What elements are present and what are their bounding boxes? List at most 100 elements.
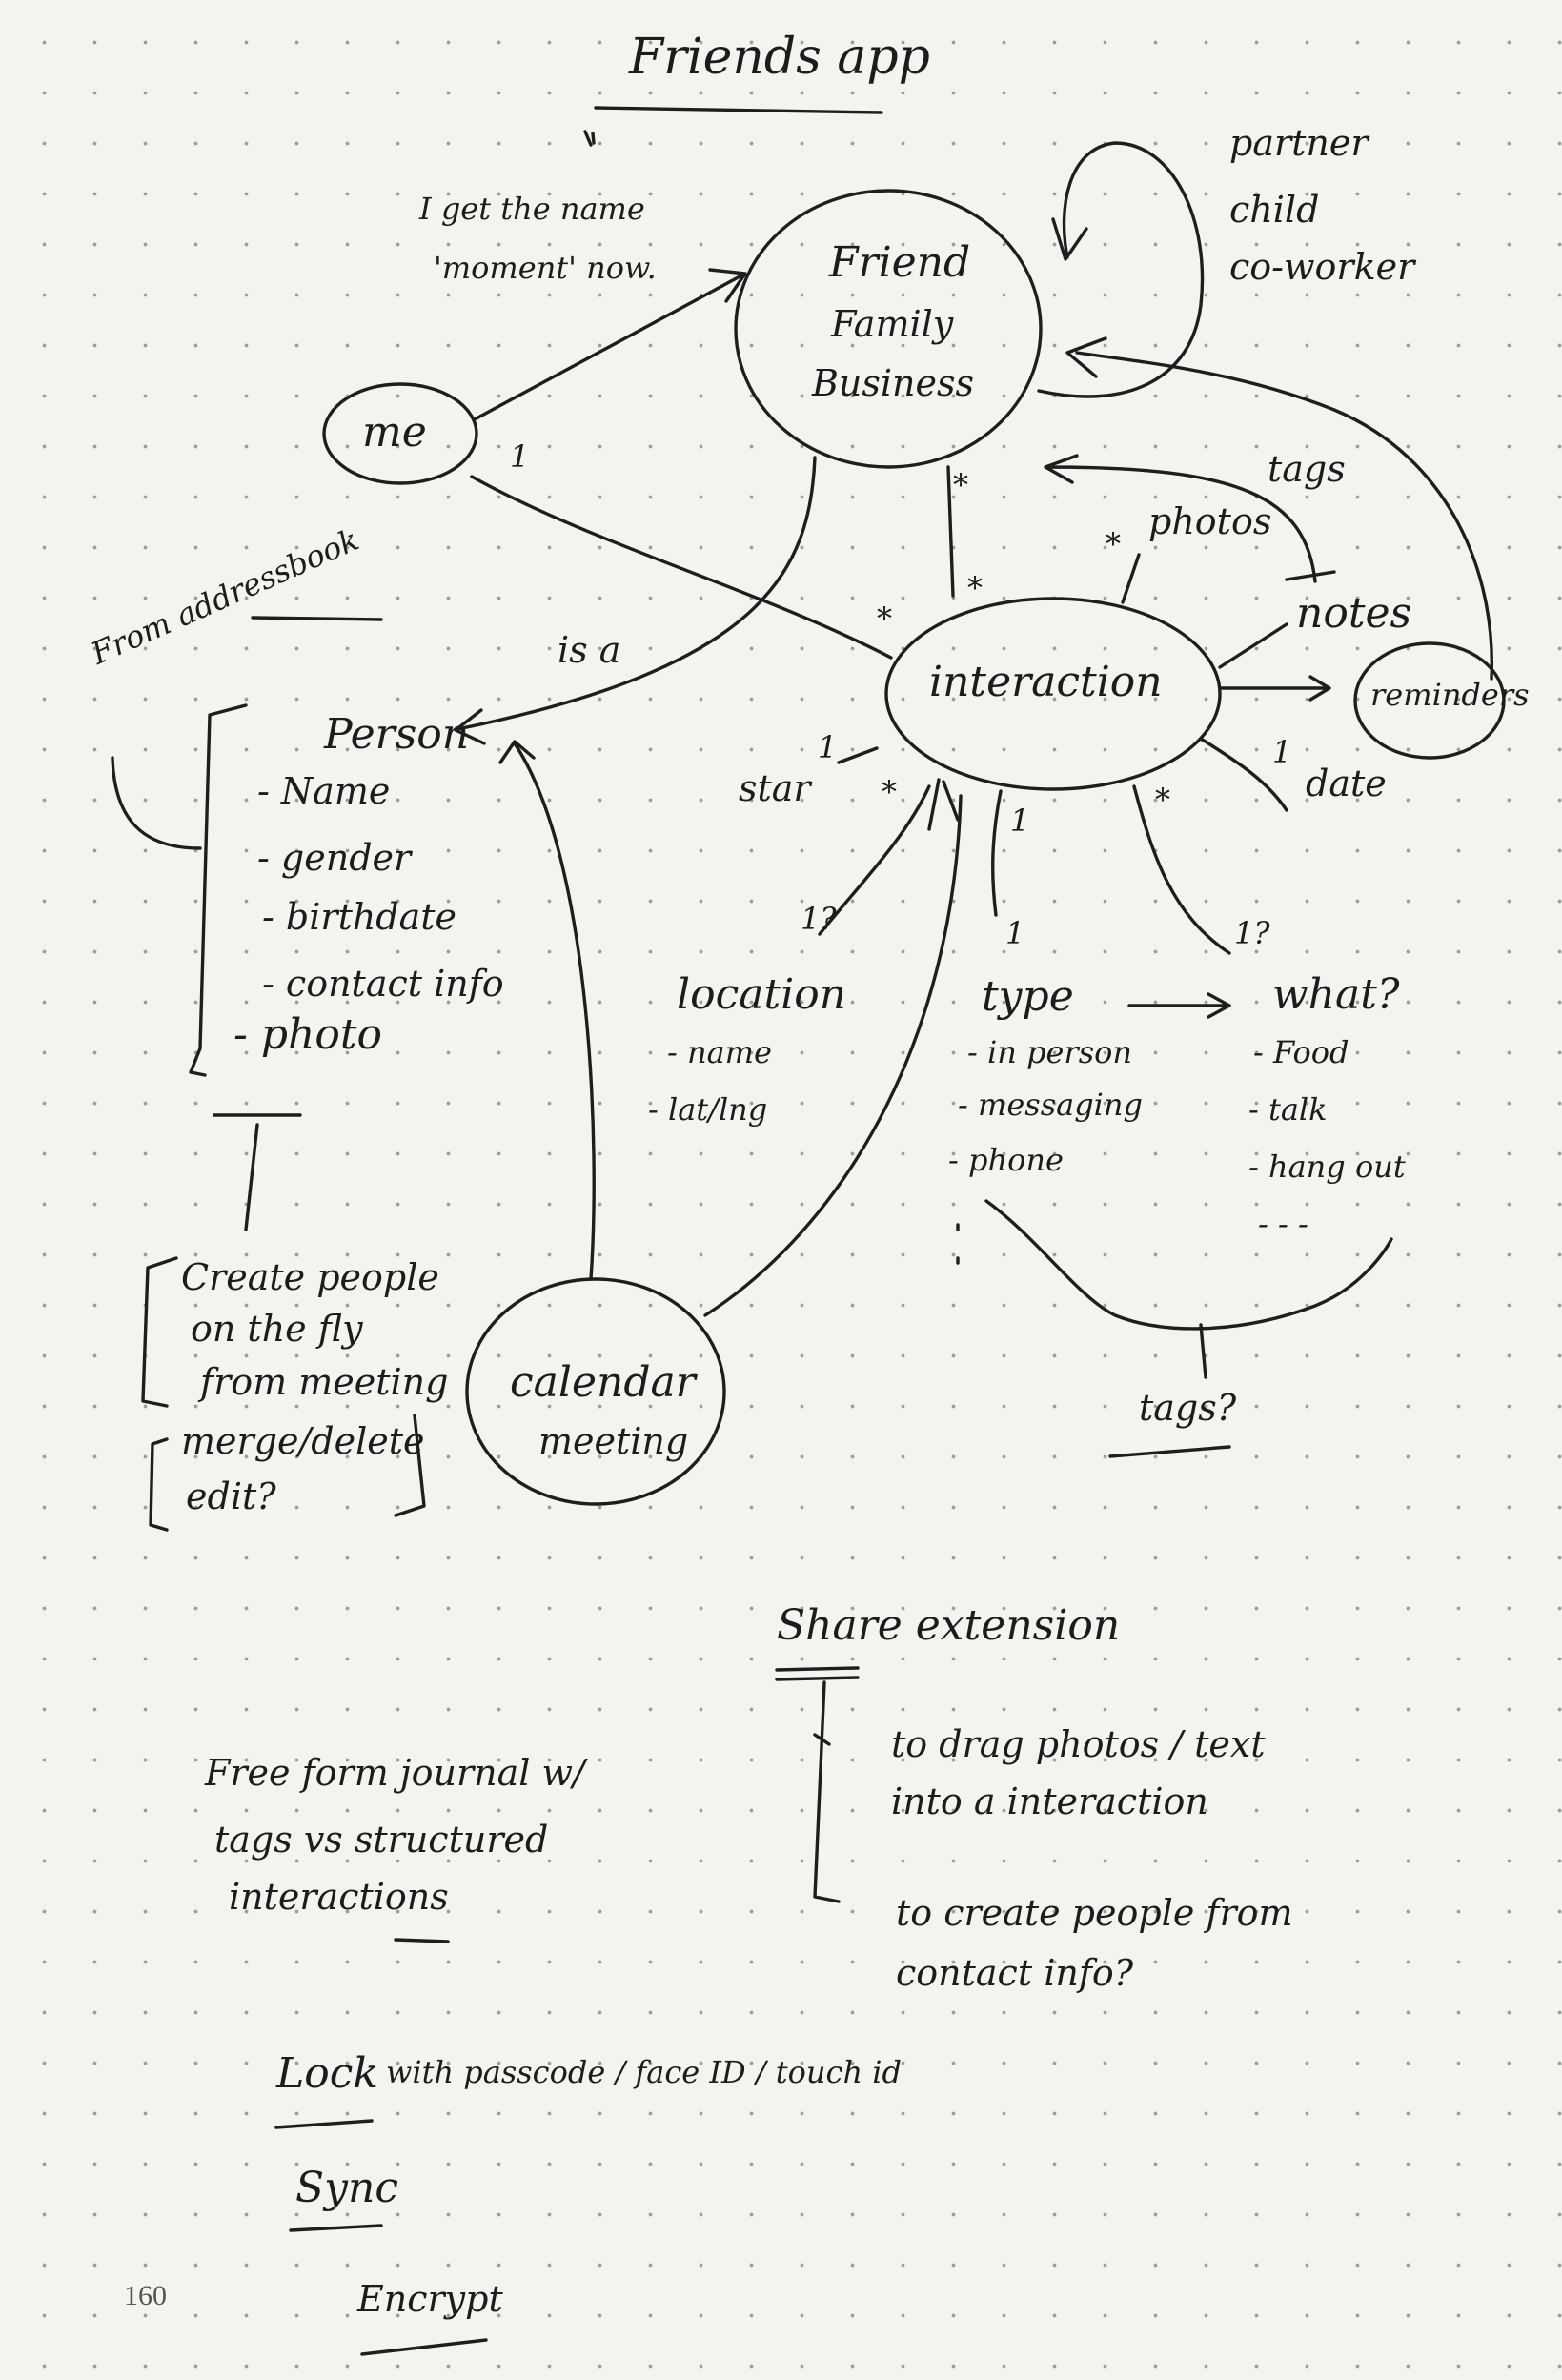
share-item2-line1: to create people from [896,1892,1293,1934]
mult-date: 1 [1272,734,1292,770]
create-bracket [141,1256,178,1408]
freeform-underline [394,1938,450,1943]
location-arrow [927,778,960,831]
create-people-line5: edit? [186,1475,276,1517]
sync-label: Sync [295,2164,398,2212]
what-field-hangout: - hang out [1248,1149,1406,1185]
me-to-relationship-arrow [473,268,747,421]
mult-type-one2: 1 [1005,915,1025,951]
type-field-inperson: - in person [967,1034,1133,1070]
person-field-name: - Name [257,770,391,812]
type-field-phone: - phone [948,1142,1064,1178]
title-tick [583,130,596,147]
merge-bracket [149,1437,169,1532]
person-field-gender: - gender [257,837,412,879]
reminders-arrow [1220,675,1331,702]
me-to-interaction-line [470,475,893,660]
mult-int-me: * [877,600,892,637]
star-label: star [739,767,811,809]
type-line [991,789,1003,917]
relationship-sub-partner: partner [1229,122,1369,164]
free-form-line1: Free form journal w/ [205,1752,585,1794]
isa-arrow [454,456,817,745]
calendar-circle [465,1277,726,1506]
is-a-label: is a [558,629,621,671]
location-line [818,784,931,936]
reminders-loop [1065,336,1494,681]
create-divider [213,1113,302,1231]
calendar-label: calendar [510,1358,696,1407]
mult-star-star: * [882,774,897,810]
notes-line [1218,622,1288,669]
relationship-friend: Friend [829,238,971,287]
title-underline [594,106,883,114]
mult-rel-interaction: * [953,467,968,503]
create-people-line4: merge/delete [181,1420,425,1462]
relationship-business: Business [812,362,975,404]
relationship-family: Family [831,303,954,345]
free-form-line3: interactions [229,1876,449,1918]
interaction-circle [884,597,1222,791]
what-title: what? [1272,970,1400,1019]
create-people-line2: on the fly [191,1308,363,1350]
mult-photos: * [1106,526,1121,562]
location-field-latlng: - lat/lng [648,1091,768,1128]
what-field-talk: - talk [1248,1091,1328,1128]
tags-bottom-label: tags? [1139,1387,1237,1429]
what-field-food: - Food [1253,1034,1349,1070]
person-field-birthdate: - birthdate [262,896,457,938]
relationship-sub-coworker: co-worker [1229,246,1415,288]
star-line [837,746,879,764]
tags-arrow [1044,454,1317,583]
mult-me-interaction: 1 [510,438,530,475]
relationship-sub-child: child [1229,189,1320,231]
share-item2-line2: contact info? [896,1952,1134,1994]
me-note-line2: 'moment' now. [434,250,657,286]
interaction-label: interaction [929,658,1163,706]
page-number: 160 [124,2280,167,2311]
photos-line [1121,553,1141,604]
mult-what-star: * [1155,782,1170,818]
relationship-to-interaction-line [946,465,955,598]
person-title: Person [324,710,470,759]
tags-bracket [984,1199,1393,1379]
notes-label: notes [1296,589,1412,638]
photos-label: photos [1148,500,1272,542]
type-title: type [982,972,1074,1021]
self-loop-arrow [1037,141,1205,398]
share-extension-title: Share extension [777,1601,1121,1650]
what-line [1132,784,1231,955]
reminders-circle [1353,641,1506,760]
encrypt-label: Encrypt [357,2278,503,2320]
merge-bracket-right [394,1414,426,1517]
lock-underline [274,2119,374,2129]
type-to-what-arrow [1127,992,1231,1019]
create-people-line3: from meeting [200,1361,449,1403]
mult-star-one: 1 [818,729,838,765]
location-field-name: - name [667,1034,772,1070]
calendar-to-interaction [703,794,963,1317]
share-bracket [813,1680,841,1903]
mult-int-rel: * [967,570,983,606]
addressbook-connector [111,756,202,850]
date-label: date [1306,763,1387,804]
meeting-label: meeting [538,1420,689,1462]
person-field-contact: - contact info [262,963,504,1005]
page-title: Friends app [629,29,930,86]
location-title: location [677,970,847,1019]
share-underline [775,1666,860,1681]
encrypt-underline [360,2338,488,2356]
tags-underline [1108,1445,1231,1458]
sync-underline [289,2224,383,2232]
date-line [1199,737,1288,812]
tags-top-label: tags [1268,448,1346,490]
me-label: me [362,408,427,457]
me-note-line1: I get the name [419,191,645,227]
create-people-line1: Create people [181,1256,439,1298]
type-field-messaging: - messaging [958,1087,1143,1123]
mult-location: 1? [801,901,837,937]
share-item1-line2: into a interaction [891,1780,1208,1822]
calendar-to-person [498,740,596,1281]
addressbook-underline [251,616,383,621]
